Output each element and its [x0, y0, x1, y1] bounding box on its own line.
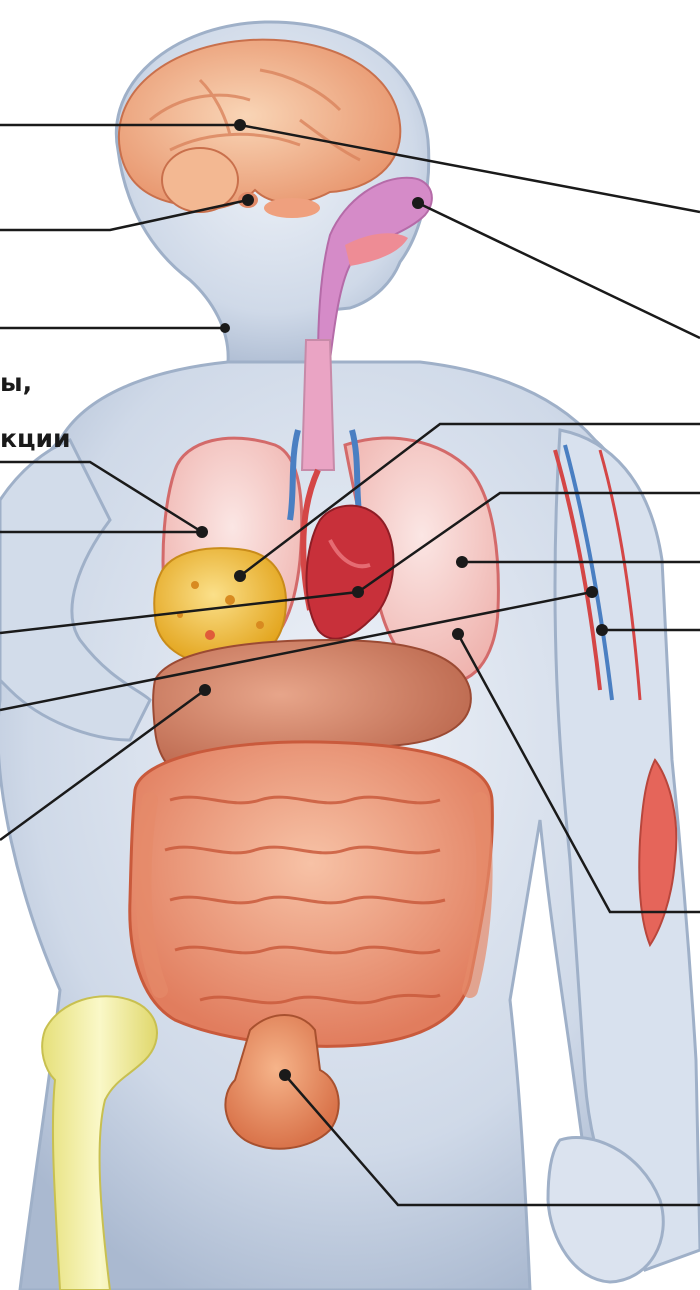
dot-marker: [196, 526, 208, 538]
intestines: [130, 742, 493, 1046]
leader-line: [418, 203, 700, 338]
dot-marker: [452, 628, 464, 640]
partial-label-line-1: ы,: [0, 368, 32, 398]
dot-marker: [586, 586, 598, 598]
dot-marker: [220, 323, 230, 333]
dot-marker: [279, 1069, 291, 1081]
partial-label-line-2: кции: [0, 424, 71, 454]
dot-marker: [199, 684, 211, 696]
dot-marker: [242, 194, 254, 206]
dot-marker: [596, 624, 608, 636]
dot-marker: [456, 556, 468, 568]
dot-marker: [352, 586, 364, 598]
dot-marker: [234, 570, 246, 582]
dot-marker: [234, 119, 246, 131]
dot-marker: [412, 197, 424, 209]
